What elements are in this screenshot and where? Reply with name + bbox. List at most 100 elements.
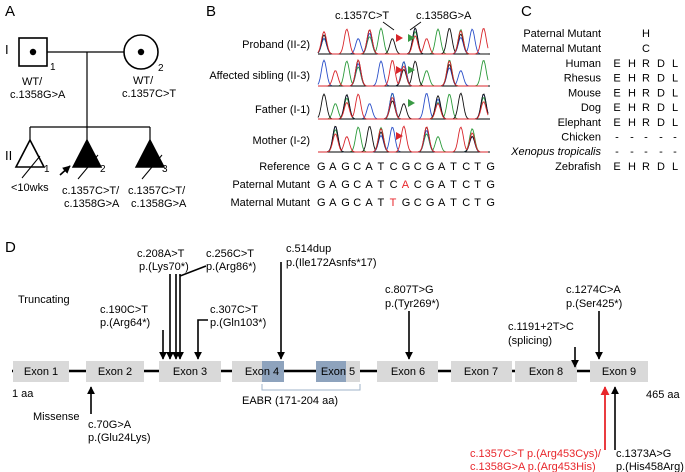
reference-seq-base: C: [414, 161, 422, 173]
paternal-seq-base: A: [438, 179, 446, 191]
exon-box-1: [13, 361, 69, 382]
species-residue: L: [672, 102, 678, 114]
maternal-seq-base: C: [462, 197, 470, 209]
mother-genotype-b: c.1357C>T: [122, 88, 176, 100]
mut2-label: c.1358G>A: [416, 10, 472, 22]
species-residue: L: [672, 161, 678, 173]
conservation-panel: C Paternal Mutant H Maternal Mutant C Hu…: [510, 3, 678, 173]
species-residue: -: [630, 146, 634, 158]
missense-red-line1: c.1357C>T p.(Arg453Cys)/: [470, 448, 602, 460]
maternal-seq-base: G: [426, 197, 435, 209]
maternal-seq-base: G: [486, 197, 495, 209]
panel-label-c: C: [521, 3, 532, 20]
ii2-number: 2: [100, 164, 106, 175]
species-residue: R: [642, 87, 650, 99]
species-residue: -: [673, 146, 677, 158]
species-name: Xenopus tropicalis: [510, 146, 601, 158]
cons-maternal-res: C: [642, 43, 650, 55]
exon-box-4: [262, 361, 284, 382]
father-carrier-dot: [29, 48, 37, 56]
species-residue: D: [657, 73, 665, 85]
trunc-c-4: c.307C>T: [210, 304, 258, 316]
reference-seq-base: T: [450, 161, 457, 173]
species-residue: E: [613, 161, 620, 173]
reference-seq-base: G: [426, 161, 435, 173]
trunc-c-3: c.190C>T: [100, 304, 148, 316]
maternal-seq-base: G: [341, 197, 350, 209]
species-residue: L: [672, 87, 678, 99]
species-name: Human: [566, 58, 601, 70]
panel-label-b: B: [206, 3, 216, 20]
species-name: Mouse: [568, 87, 601, 99]
trunc-arrow-256-connector: [176, 265, 207, 360]
species-residue: E: [613, 58, 620, 70]
species-residue: -: [644, 132, 648, 144]
missense-c-0: c.70G>A: [88, 419, 132, 431]
paternal-seq-base: G: [486, 179, 495, 191]
trunc-p-6: p.(Ser425*): [566, 298, 622, 310]
missense-label: Missense: [33, 411, 79, 423]
species-residue: D: [657, 161, 665, 173]
paternal-seq-base: G: [341, 179, 350, 191]
paternal-seq-base: A: [402, 179, 410, 191]
species-residue: D: [657, 102, 665, 114]
exon-box-8: [515, 361, 577, 382]
ii3-genotype-a: c.1357C>T/: [128, 185, 186, 197]
exon-label-6: Exon 6: [391, 366, 425, 378]
species-residue: -: [615, 132, 619, 144]
ii3-symbol: [134, 138, 166, 168]
exon-label-4: Exon 4: [245, 366, 279, 378]
reference-seq-base: T: [378, 161, 385, 173]
species-residue: R: [642, 117, 650, 129]
start-aa-label: 1 aa: [12, 388, 34, 400]
maternal-seq-base: C: [414, 197, 422, 209]
trunc-p-5: p.(Tyr269*): [385, 298, 439, 310]
maternal-seq-base: C: [353, 197, 361, 209]
exon-box-9: [590, 361, 648, 382]
reference-label: Reference: [259, 161, 310, 173]
species-residue: L: [672, 73, 678, 85]
father-genotype-b: c.1358G>A: [10, 89, 66, 101]
exon-label-3: Exon 3: [173, 366, 207, 378]
proband-arrow: [59, 165, 71, 176]
maternal-seq-base: T: [474, 197, 481, 209]
generation-label-i: I: [5, 42, 9, 57]
species-residue: R: [642, 73, 650, 85]
species-name: Dog: [581, 102, 601, 114]
maternal-seq-base: A: [438, 197, 446, 209]
ii2-genotype-b: c.1358G>A: [64, 198, 120, 210]
missense-p-0: p.(Glu24Lys): [88, 432, 151, 444]
exon-box-7: [451, 361, 512, 382]
reference-seq-base: T: [474, 161, 481, 173]
pedigree-panel: A I II 1 WT/ c.1358G>A 2 WT/ c.1357C>T 1…: [5, 3, 187, 210]
species-residue: -: [615, 146, 619, 158]
father-symbol: [18, 37, 48, 67]
trunc-c-2: c.514dup: [286, 243, 331, 255]
missense-red-line2: c.1358G>A p.(Arg453His): [470, 461, 596, 472]
truncating-variants: c.208A>T p.(Lys70*) c.256C>T p.(Arg86*) …: [100, 243, 622, 368]
seq-row-label-0: Proband (II-2): [242, 39, 310, 51]
seq-row-label-2: Father (I-1): [255, 104, 310, 116]
exon-label-8: Exon 8: [529, 366, 563, 378]
paternal-seq-base: G: [317, 179, 326, 191]
trunc-arrow-307: [194, 319, 208, 360]
species-name: Rhesus: [564, 73, 602, 85]
maternal-seq-base: T: [390, 197, 397, 209]
exon-box-2: [86, 361, 144, 382]
maternal-seq-base: A: [365, 197, 373, 209]
exon-box-4: [232, 361, 262, 382]
father-genotype-a: WT/: [22, 76, 43, 88]
species-name: Elephant: [558, 117, 601, 129]
species-name: Zebrafish: [555, 161, 601, 173]
cons-maternal-label: Maternal Mutant: [522, 43, 601, 55]
sequencing-panel: B c.1357C>T c.1358G>A Proband (II-2) Aff…: [206, 3, 495, 209]
mother-number: 2: [158, 63, 164, 74]
mother-carrier-dot: [137, 48, 145, 56]
reference-seq-base: G: [317, 161, 326, 173]
species-residue: H: [628, 58, 636, 70]
species-residue: -: [644, 146, 648, 158]
paternal-seq-base: C: [390, 179, 398, 191]
paternal-seq-base: T: [378, 179, 385, 191]
